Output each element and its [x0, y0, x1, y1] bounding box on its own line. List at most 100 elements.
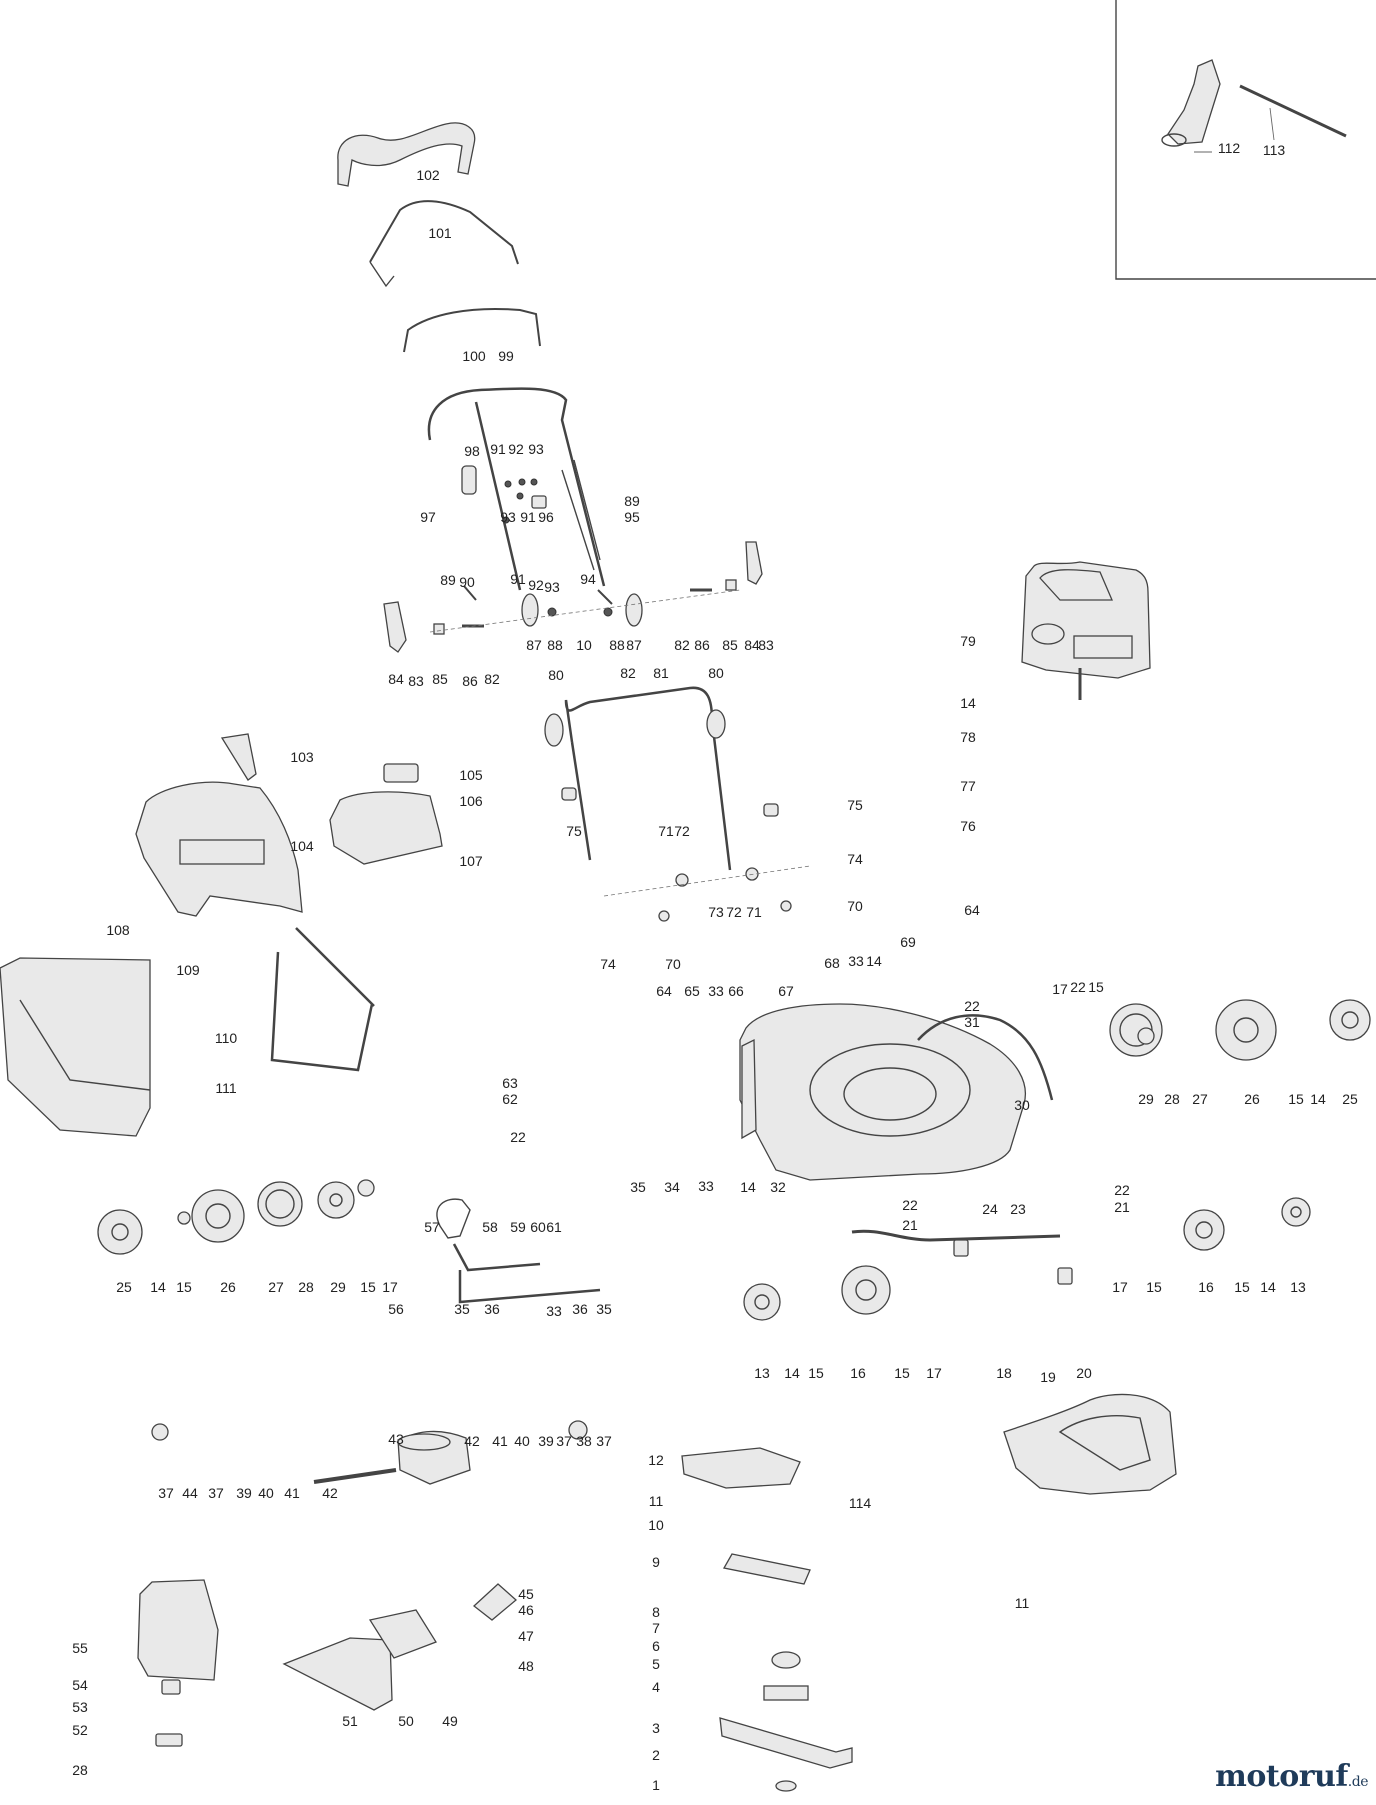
motoruf-logo: motoruf.de: [1215, 1759, 1368, 1794]
part-label-96: 96: [538, 509, 554, 525]
part-label-15: 15: [1088, 979, 1104, 995]
part-label-111: 111: [215, 1080, 236, 1096]
part-label-39: 39: [236, 1485, 252, 1501]
part-label-80: 80: [548, 667, 564, 683]
part-label-67: 67: [778, 983, 794, 999]
part-label-97: 97: [420, 509, 436, 525]
part-label-16: 16: [850, 1365, 866, 1381]
part-label-5: 5: [652, 1656, 660, 1672]
brand-name: motoruf: [1215, 1759, 1348, 1794]
part-label-72: 72: [726, 904, 742, 920]
part-label-76: 76: [960, 818, 976, 834]
part-label-15: 15: [894, 1365, 910, 1381]
part-label-63: 63: [502, 1075, 518, 1091]
part-label-32: 32: [770, 1179, 786, 1195]
part-label-14: 14: [740, 1179, 756, 1195]
part-label-75: 75: [847, 797, 863, 813]
part-label-84: 84: [388, 671, 404, 687]
part-label-21: 21: [902, 1217, 918, 1233]
part-label-50: 50: [398, 1713, 414, 1729]
part-label-14: 14: [1310, 1091, 1326, 1107]
part-label-1: 1: [652, 1777, 660, 1793]
part-label-29: 29: [330, 1279, 346, 1295]
part-label-73: 73: [708, 904, 724, 920]
part-label-92: 92: [528, 577, 544, 593]
part-label-64: 64: [964, 902, 980, 918]
part-label-107: 107: [459, 853, 483, 869]
part-label-93: 93: [528, 441, 544, 457]
part-label-49: 49: [442, 1713, 458, 1729]
part-label-54: 54: [72, 1677, 88, 1693]
part-label-35: 35: [596, 1301, 612, 1317]
part-label-34: 34: [664, 1179, 680, 1195]
part-label-72: 72: [674, 823, 690, 839]
part-label-71: 71: [746, 904, 762, 920]
engine: [1021, 561, 1151, 700]
part-label-83: 83: [758, 637, 774, 653]
part-label-40: 40: [258, 1485, 274, 1501]
part-label-14: 14: [784, 1365, 800, 1381]
part-label-104: 104: [290, 838, 314, 854]
part-label-87: 87: [626, 637, 642, 653]
part-label-42: 42: [322, 1485, 338, 1501]
part-label-37: 37: [208, 1485, 224, 1501]
part-label-15: 15: [360, 1279, 376, 1295]
part-label-95: 95: [624, 509, 640, 525]
part-label-55: 55: [72, 1640, 88, 1656]
part-label-82: 82: [620, 665, 636, 681]
part-label-3: 3: [652, 1720, 660, 1736]
handle-small-parts: [383, 459, 763, 653]
part-label-17: 17: [1052, 981, 1068, 997]
part-label-26: 26: [1244, 1091, 1260, 1107]
part-label-69: 69: [900, 934, 916, 950]
part-label-4: 4: [652, 1679, 660, 1695]
part-label-112: 112: [1218, 140, 1241, 156]
part-label-27: 27: [268, 1279, 284, 1295]
part-label-9: 9: [652, 1554, 660, 1570]
part-label-45: 45: [518, 1586, 534, 1602]
part-label-17: 17: [926, 1365, 942, 1381]
part-label-30: 30: [1014, 1097, 1030, 1113]
part-label-33: 33: [698, 1178, 714, 1194]
part-label-89: 89: [440, 572, 456, 588]
part-label-53: 53: [72, 1699, 88, 1715]
part-label-90: 90: [459, 574, 475, 590]
part-label-52: 52: [72, 1722, 88, 1738]
part-label-14: 14: [150, 1279, 166, 1295]
part-label-86: 86: [462, 673, 478, 689]
part-label-82: 82: [484, 671, 500, 687]
part-label-20: 20: [1076, 1365, 1092, 1381]
part-label-2: 2: [652, 1747, 660, 1763]
part-label-89: 89: [624, 493, 640, 509]
part-label-10: 10: [648, 1517, 664, 1533]
part-label-15: 15: [1288, 1091, 1304, 1107]
part-label-100: 100: [462, 348, 486, 364]
part-label-22: 22: [1070, 979, 1086, 995]
part-label-28: 28: [298, 1279, 314, 1295]
part-label-15: 15: [808, 1365, 824, 1381]
part-label-68: 68: [824, 955, 840, 971]
tool-inset: [1115, 0, 1376, 280]
part-label-33: 33: [848, 953, 864, 969]
part-label-82: 82: [674, 637, 690, 653]
part-label-78: 78: [960, 729, 976, 745]
part-label-22: 22: [1114, 1182, 1130, 1198]
part-label-14: 14: [866, 953, 882, 969]
part-label-33: 33: [708, 983, 724, 999]
part-label-6: 6: [652, 1638, 660, 1654]
part-label-64: 64: [656, 983, 672, 999]
part-label-40: 40: [514, 1433, 530, 1449]
part-label-8: 8: [652, 1604, 660, 1620]
part-label-98: 98: [464, 443, 480, 459]
part-label-22: 22: [964, 998, 980, 1014]
part-label-101: 101: [428, 225, 452, 241]
part-label-83: 83: [408, 673, 424, 689]
part-label-74: 74: [847, 851, 863, 867]
lower-handle: [544, 686, 811, 922]
part-label-43: 43: [388, 1431, 404, 1447]
part-label-79: 79: [960, 633, 976, 649]
part-label-51: 51: [342, 1713, 358, 1729]
part-label-70: 70: [847, 898, 863, 914]
part-label-41: 41: [492, 1433, 508, 1449]
rear-cover: [1003, 1393, 1177, 1495]
